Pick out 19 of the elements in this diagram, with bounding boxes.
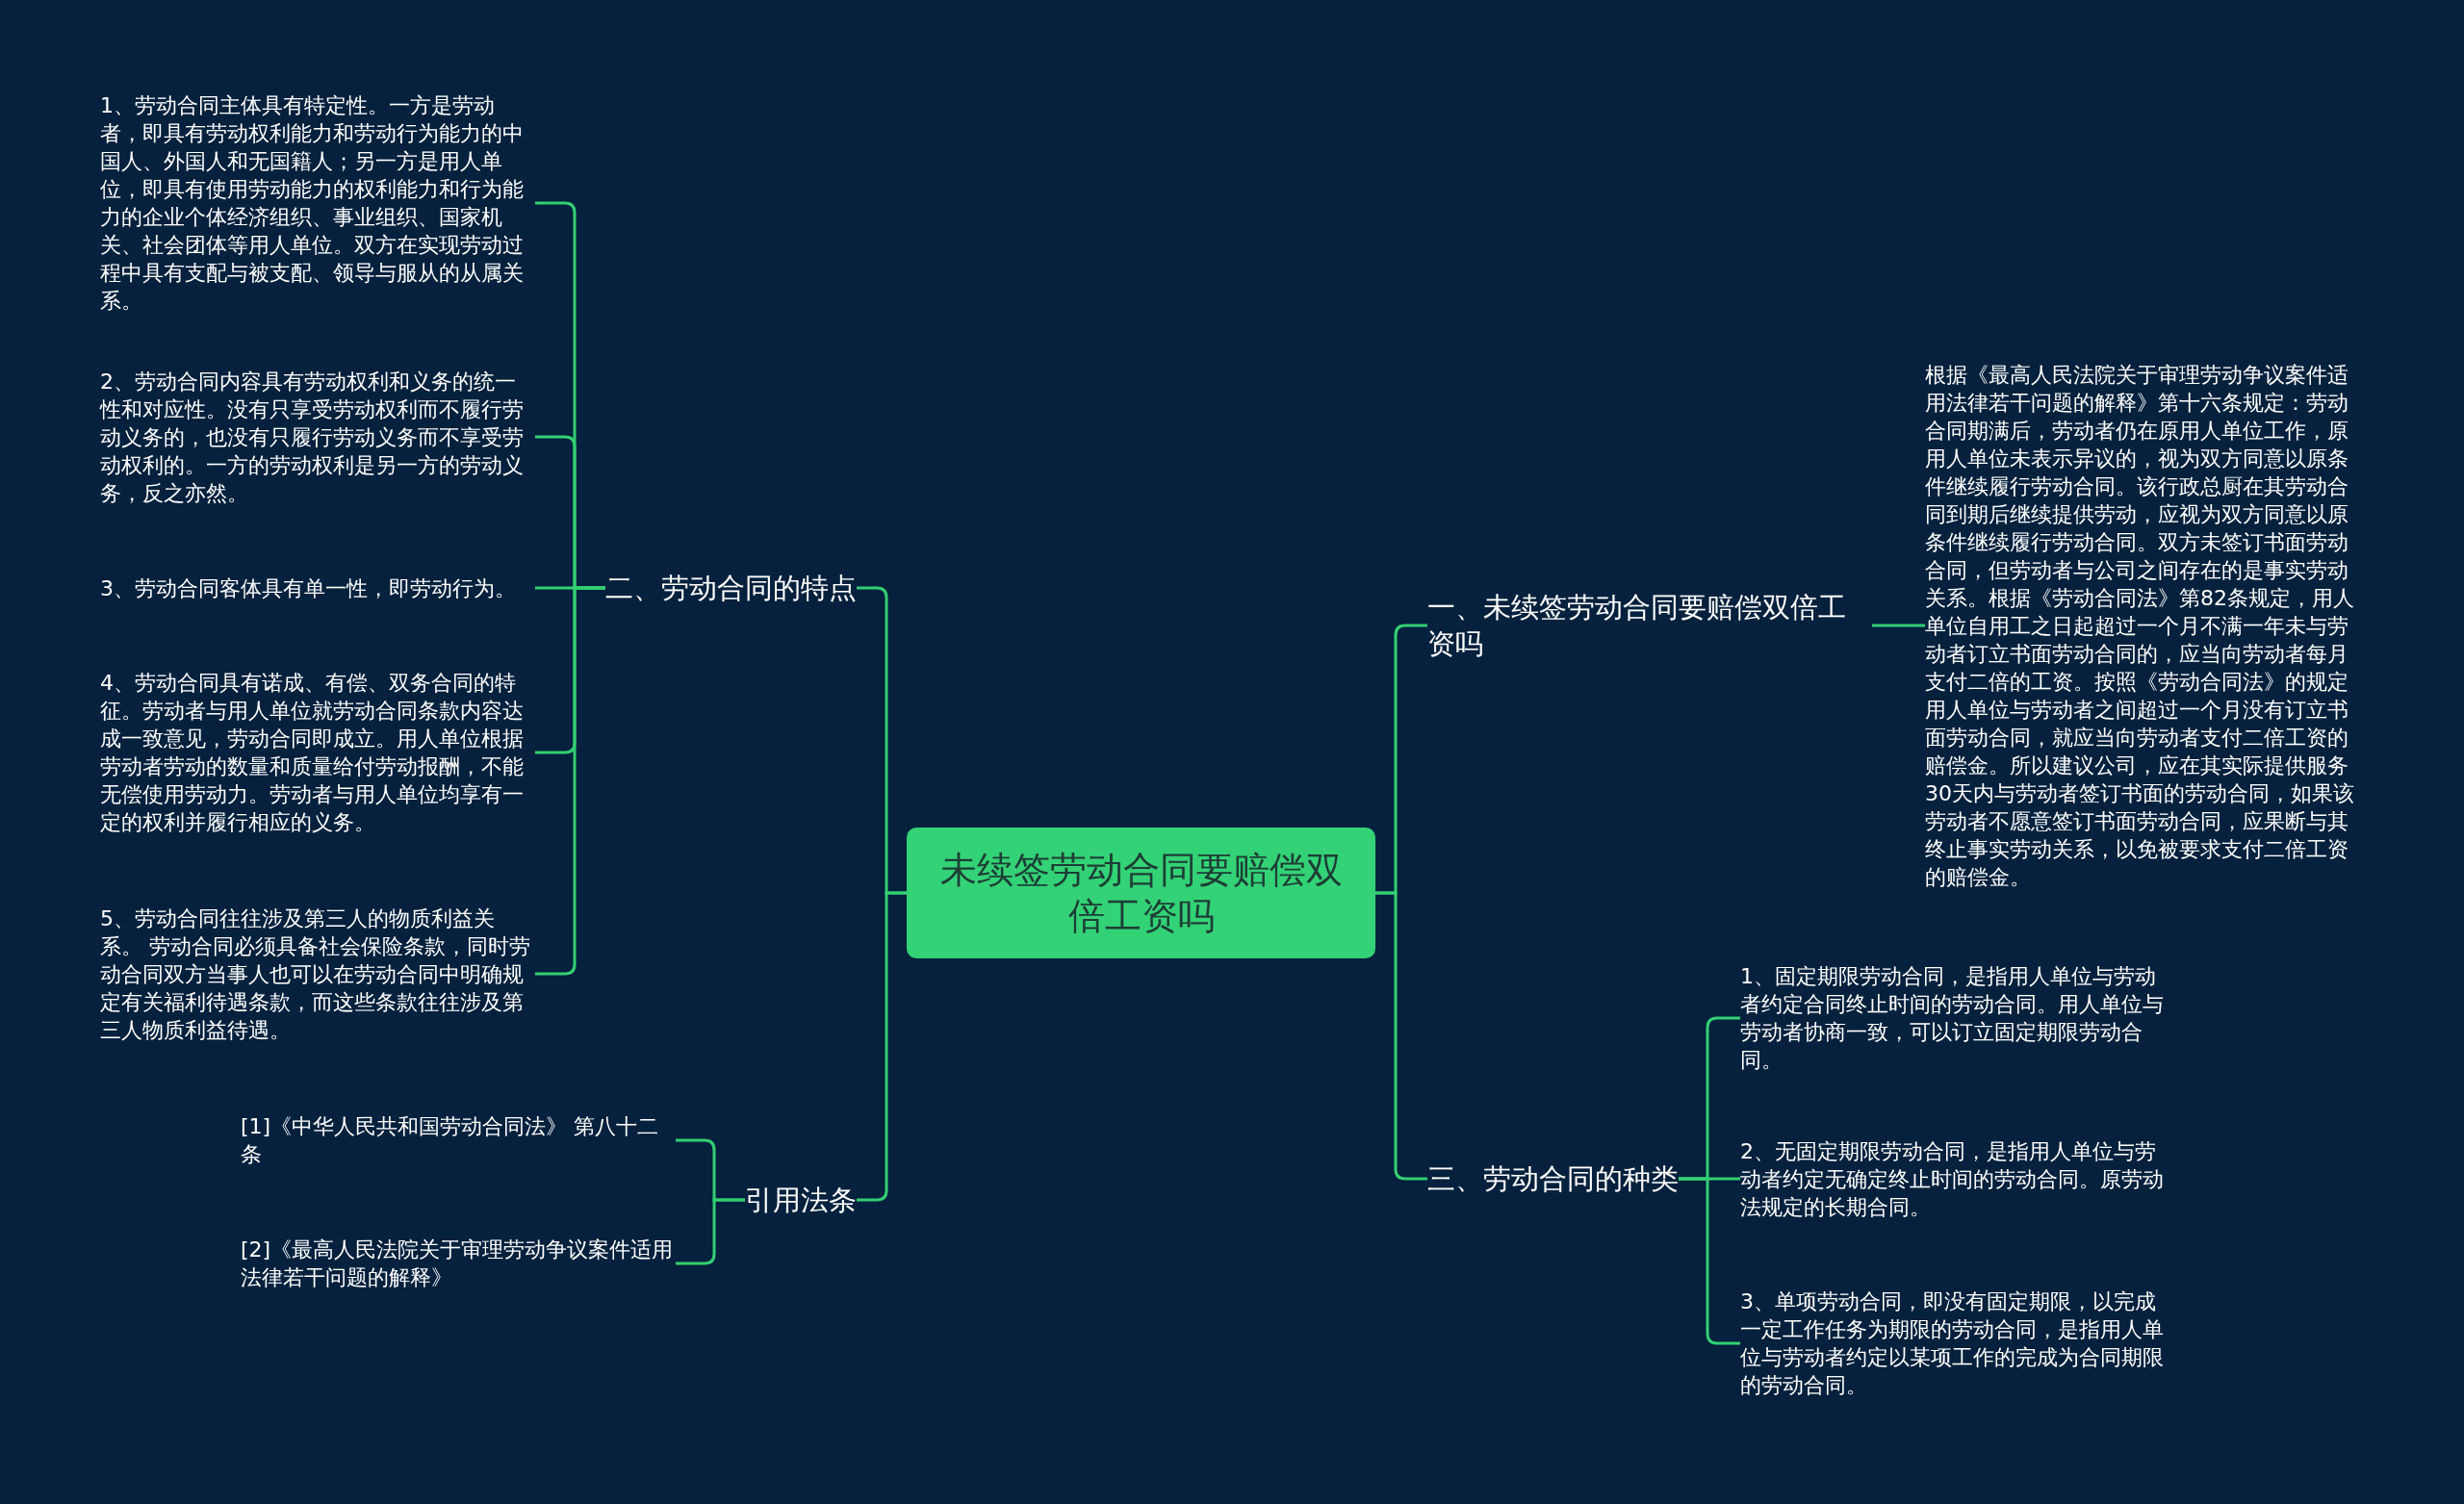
connector-line	[535, 586, 605, 976]
note-text: 2、劳动合同内容具有劳动权利和义务的统一性和对应性。没有只享受劳动权利而不履行劳动义务的，也没有只履行劳动义务而不享受劳动权利的。一方的劳动权利是另一方的劳动义务，反之亦然。	[100, 367, 535, 507]
note-text: 1、劳动合同主体具有特定性。一方是劳动者，即具有劳动权利能力和劳动行为能力的中国人、外国人和无国籍人；另一方是用人单位，即具有使用劳动能力的权利能力和行为能力的企业个体经济组织、事业组织、国家机关、社会团体等用人单位。双方在实现劳动过程中具有支配与被支配、领导与服从的从属关系。	[100, 91, 535, 315]
note-text: 4、劳动合同具有诺成、有偿、双务合同的特征。劳动者与用人单位就劳动合同条款内容达成一致意见，劳动合同即成立。用人单位根据劳动者劳动的数量和质量给付劳动报酬，不能无偿使用劳动力。劳动者与用人单位均享有一定的权利并履行相应的义务。	[100, 669, 535, 836]
citation-text: [2]《最高人民法院关于审理劳动争议案件适用法律若干问题的解释》	[241, 1236, 676, 1291]
connector-line	[676, 1198, 745, 1265]
branch-topic: 二、劳动合同的特点	[605, 570, 857, 606]
note-text: 3、劳动合同客体具有单一性，即劳动行为。	[100, 574, 535, 602]
branch-topic: 三、劳动合同的种类	[1427, 1160, 1679, 1197]
citation-text: [1]《中华人民共和国劳动合同法》 第八十二条	[241, 1112, 676, 1168]
note-text: 2、无固定期限劳动合同，是指用人单位与劳动者约定无确定终止时间的劳动合同。原劳动法规定的长期合同。	[1740, 1136, 2175, 1221]
note-text: 根据《最高人民法院关于审理劳动争议案件适用法律若干问题的解释》第十六条规定：劳动合同期满后，劳动者仍在原用人单位工作，原用人单位未表示异议的，视为双方同意以原条件继续履行劳动合同。该行政总厨在其劳动合同到期后继续提供劳动，应视为双方同意以原条件继续履行劳动合同。双方未签订书面劳动合同，但劳动者与公司之间存在的是事实劳动关系。根据《劳动合同法》第82条规定，用人单位自用工之日起超过一个月不满一年未与劳动者订立书面劳动合同的，应当向劳动者每月支付二倍的工资。按照《劳动合同法》的规定用人单位与劳动者之间超过一个月没有订立书面劳动合同，就应当向劳动者支付二倍工资的赔偿金。所以建议公司，应在其实际提供服务30天内与劳动者签订书面的劳动合同，如果该劳动者不愿意签订书面劳动合同，应果断与其终止事实劳动关系，以免被要求支付二倍工资的赔偿金。	[1925, 360, 2360, 891]
branch-topic: 一、未续签劳动合同要赔偿双倍工资吗	[1427, 589, 1872, 662]
branch-topic: 引用法条	[745, 1182, 857, 1218]
note-text: 3、单项劳动合同，即没有固定期限，以完成一定工作任务为期限的劳动合同，是指用人单位与劳动者约定以某项工作的完成为合同期限的劳动合同。	[1740, 1287, 2175, 1399]
connector-line	[1872, 624, 1925, 627]
central-topic-box: 未续签劳动合同要赔偿双倍工资吗	[907, 828, 1375, 958]
note-text: 5、劳动合同往往涉及第三人的物质利益关系。 劳动合同必须具备社会保险条款，同时劳动合同双方当事人也可以在劳动合同中明确规定有关福利待遇条款，而这些条款往往涉及第三人物质利益待遇。	[100, 904, 535, 1044]
note-text: 1、固定期限劳动合同，是指用人单位与劳动者约定合同终止时间的劳动合同。用人单位与劳动者协商一致，可以订立固定期限劳动合同。	[1740, 962, 2175, 1074]
